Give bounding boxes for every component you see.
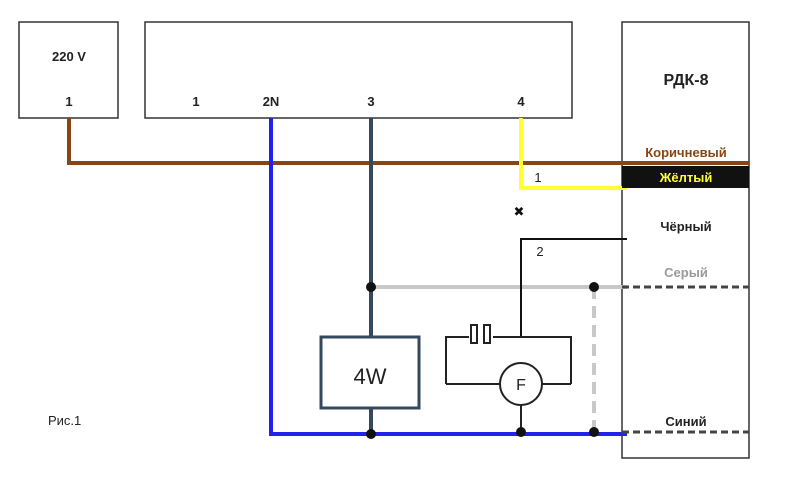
fan-motor-icon <box>499 362 543 406</box>
junction-dot <box>589 427 599 437</box>
controller-terminal-4: 4 <box>517 94 525 109</box>
fan-label: F <box>516 377 526 394</box>
load-box <box>319 335 421 410</box>
black-wire <box>520 238 627 337</box>
yellow-wire <box>519 118 627 190</box>
wire-number-2: 2 <box>536 244 543 259</box>
capacitor-plate-left <box>470 324 478 344</box>
controller-terminal-1: 1 <box>192 94 199 109</box>
yellow-wire-band <box>622 166 749 188</box>
blue-wire <box>269 118 627 436</box>
controller-box <box>144 21 573 119</box>
wire-number-1: 1 <box>534 170 541 185</box>
brown-wire <box>67 118 627 165</box>
controller-terminal-2n: 2N <box>263 94 280 109</box>
supply-title: 220 V <box>52 49 86 64</box>
supply-box <box>18 21 119 119</box>
junction-dot <box>366 282 376 292</box>
supply-terminal-label: 1 <box>65 94 72 109</box>
crossed-mark-icon: ✖ <box>514 205 525 220</box>
sensor-wire-brown-label: Коричневый <box>645 145 727 160</box>
controller-terminal-3: 3 <box>367 94 374 109</box>
load-label: 4W <box>354 364 387 389</box>
sensor-title: РДК-8 <box>663 72 708 89</box>
sensor-wire-black-label: Чёрный <box>660 219 711 234</box>
figure-caption: Рис.1 <box>48 413 81 428</box>
junction-dot <box>589 282 599 292</box>
fan-upper-branch <box>445 336 572 384</box>
sensor-wire-blue-label: Синий <box>665 414 706 429</box>
sensor-wire-grey-label: Серый <box>664 265 708 280</box>
sensor-box <box>621 21 750 459</box>
junction-dot <box>366 429 376 439</box>
capacitor-plate-right <box>483 324 491 344</box>
sensor-wire-yellow-label: Жёлтый <box>659 170 713 185</box>
brown-wire-sensor-segment <box>622 161 749 165</box>
junction-dot <box>516 427 526 437</box>
